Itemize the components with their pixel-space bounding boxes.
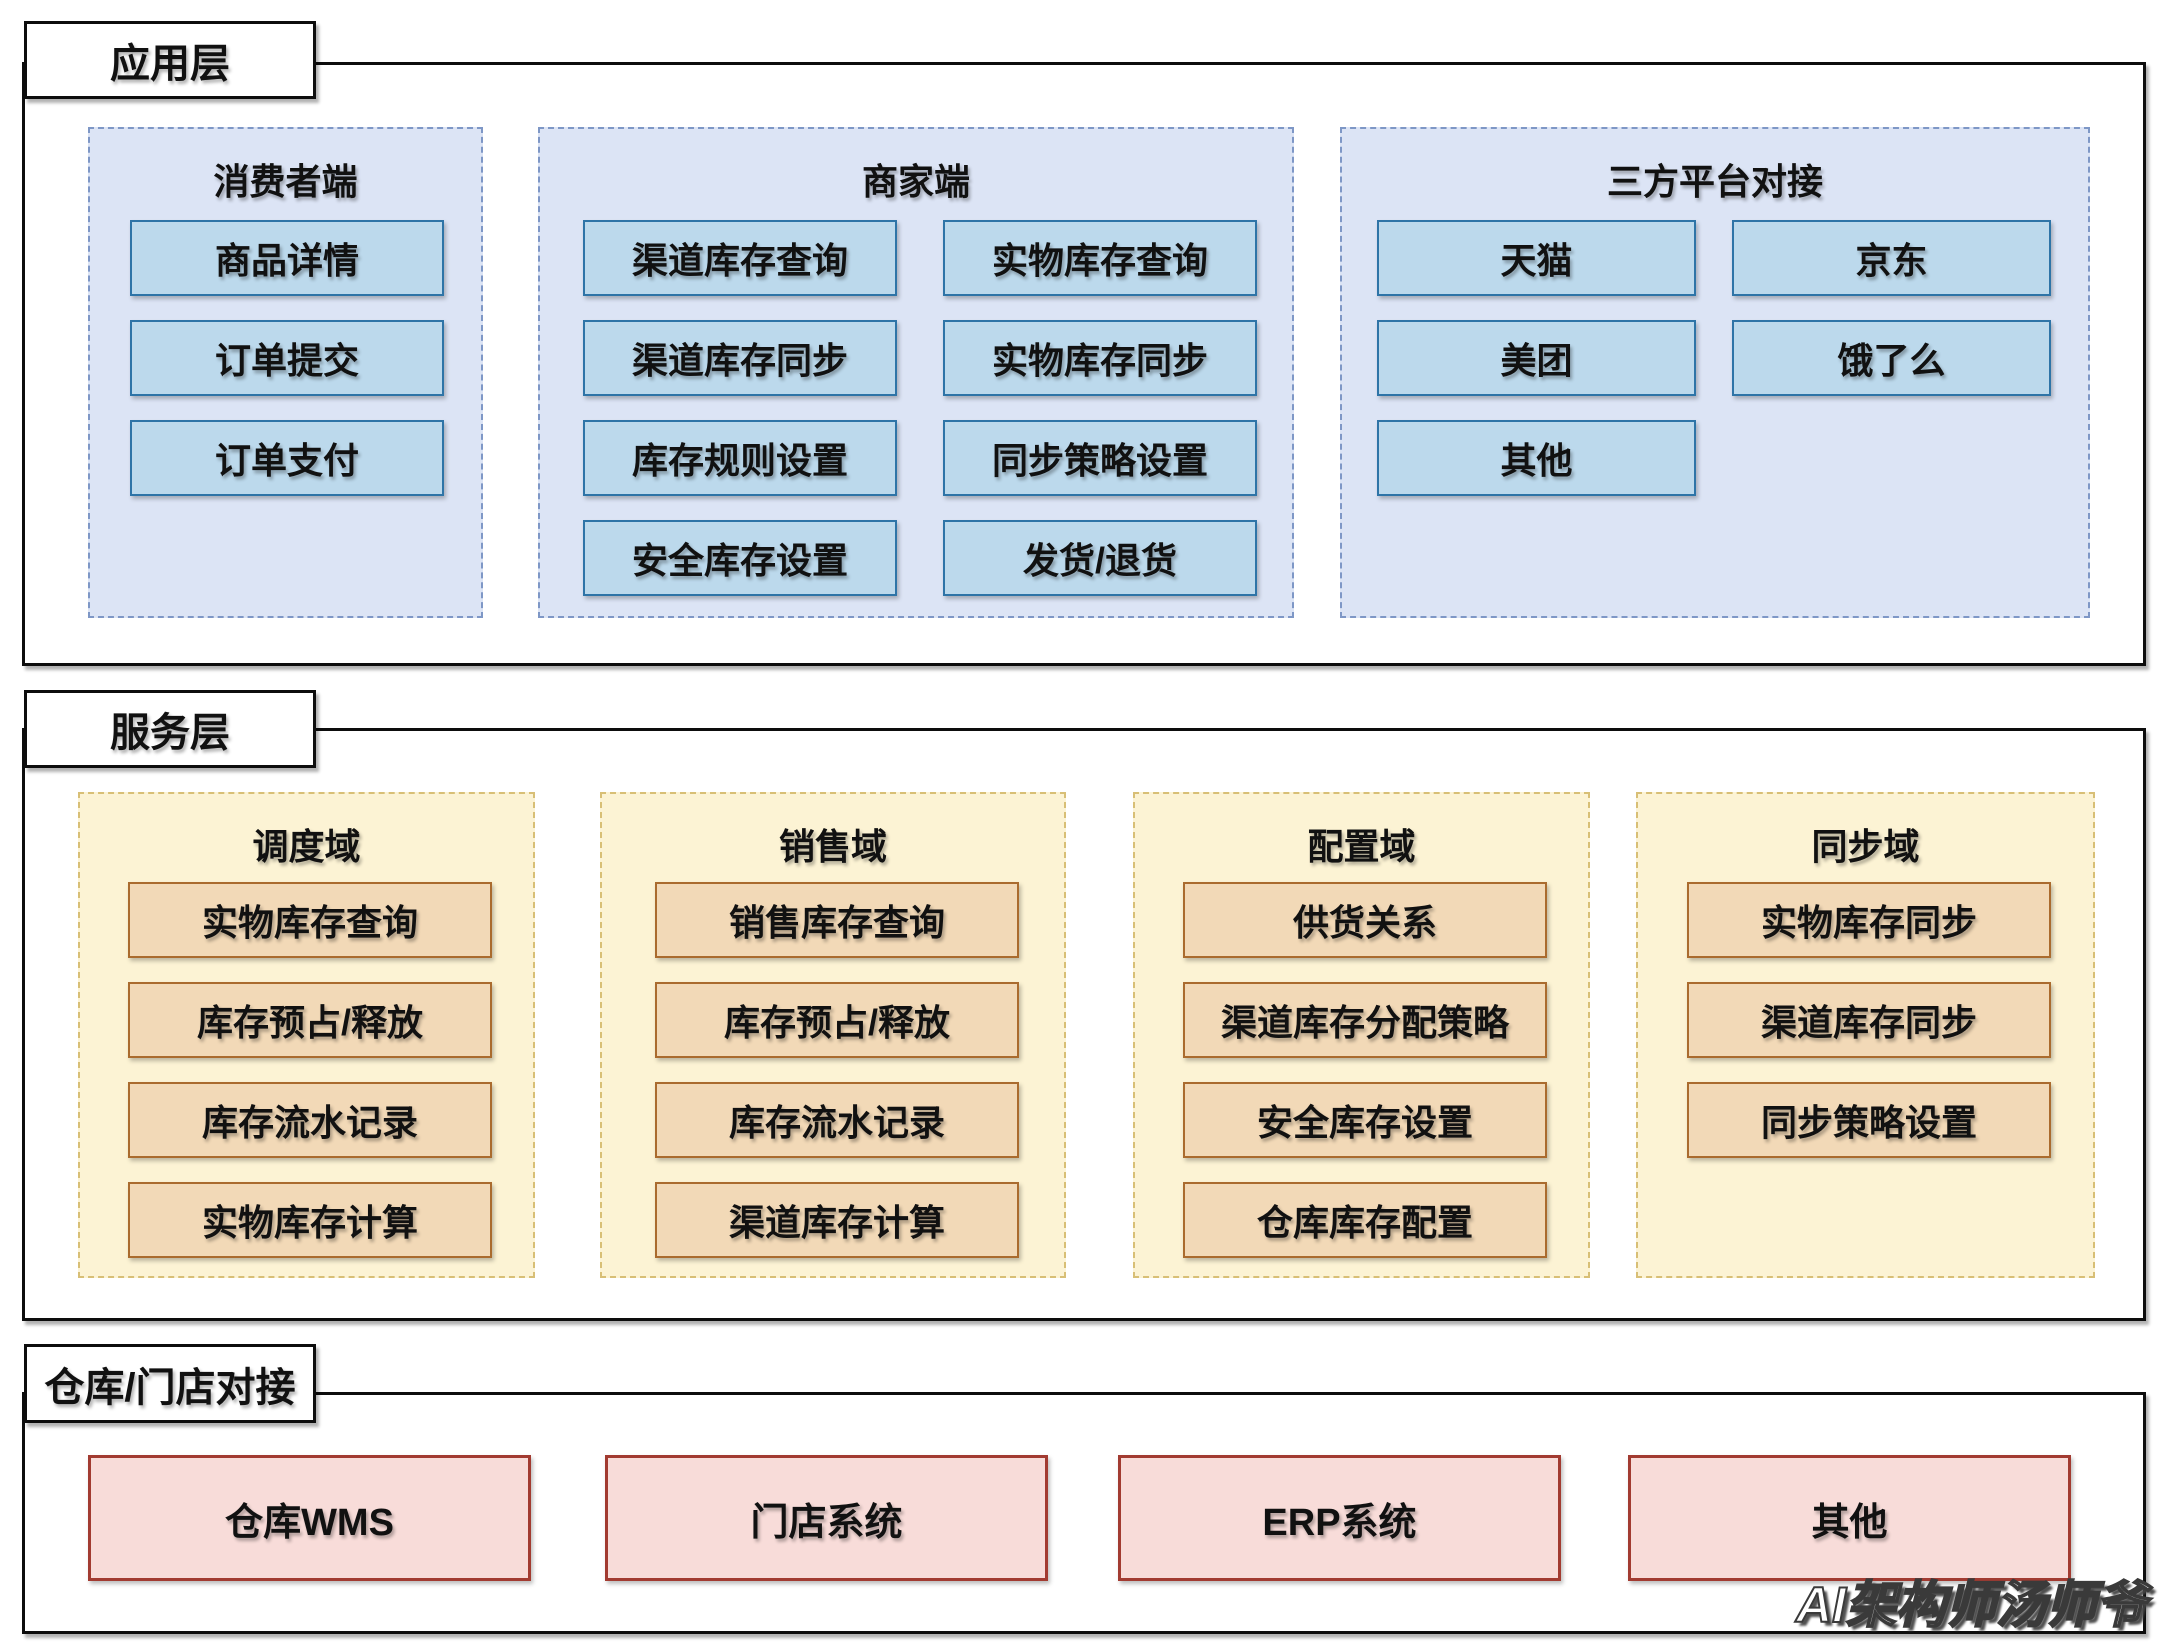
service-layer-label: 服务层 xyxy=(24,690,316,768)
group-merchant-client-item: 实物库存查询 xyxy=(943,220,1257,296)
warehouse-store-layer-frame xyxy=(22,1392,2146,1634)
group-merchant-client-item: 发货/退货 xyxy=(943,520,1257,596)
group-sales-domain-item: 库存流水记录 xyxy=(655,1082,1019,1158)
group-sync-domain-item: 同步策略设置 xyxy=(1687,1082,2051,1158)
node-warehouse-wms: 仓库WMS xyxy=(88,1455,531,1581)
group-sync-domain-item: 渠道库存同步 xyxy=(1687,982,2051,1058)
group-dispatch-domain: 调度域实物库存查询库存预占/释放库存流水记录实物库存计算 xyxy=(78,792,535,1278)
node-store-system: 门店系统 xyxy=(605,1455,1048,1581)
group-dispatch-domain-item: 库存流水记录 xyxy=(128,1082,492,1158)
group-consumer-client-item: 订单支付 xyxy=(130,420,444,496)
group-config-domain-title: 配置域 xyxy=(1307,826,1416,867)
group-merchant-client-item: 同步策略设置 xyxy=(943,420,1257,496)
group-third-party-platform-item: 天猫 xyxy=(1377,220,1696,296)
group-merchant-client-item: 库存规则设置 xyxy=(583,420,897,496)
warehouse-store-layer-label: 仓库/门店对接 xyxy=(24,1344,316,1423)
group-sync-domain: 同步域实物库存同步渠道库存同步同步策略设置 xyxy=(1636,792,2095,1278)
group-third-party-platform: 三方平台对接天猫京东美团饿了么其他 xyxy=(1340,127,2090,618)
group-merchant-client: 商家端渠道库存查询实物库存查询渠道库存同步实物库存同步库存规则设置同步策略设置安… xyxy=(538,127,1294,618)
group-config-domain-item: 安全库存设置 xyxy=(1183,1082,1547,1158)
node-other-system: 其他 xyxy=(1628,1455,2071,1581)
warehouse-store-layer-label-text: 仓库/门店对接 xyxy=(44,1365,296,1410)
group-config-domain-item: 渠道库存分配策略 xyxy=(1183,982,1547,1058)
group-sales-domain-item: 库存预占/释放 xyxy=(655,982,1019,1058)
group-third-party-platform-item: 美团 xyxy=(1377,320,1696,396)
application-layer-frame xyxy=(22,62,2146,666)
application-layer-label: 应用层 xyxy=(24,21,316,99)
group-consumer-client-item: 商品详情 xyxy=(130,220,444,296)
application-layer-label-text: 应用层 xyxy=(110,42,230,86)
group-sync-domain-title: 同步域 xyxy=(1811,826,1920,867)
group-merchant-client-item: 渠道库存同步 xyxy=(583,320,897,396)
group-merchant-client-item: 安全库存设置 xyxy=(583,520,897,596)
service-layer-label-text: 服务层 xyxy=(110,711,230,755)
group-consumer-client-item: 订单提交 xyxy=(130,320,444,396)
group-config-domain-item: 仓库库存配置 xyxy=(1183,1182,1547,1258)
group-dispatch-domain-item: 库存预占/释放 xyxy=(128,982,492,1058)
group-dispatch-domain-item: 实物库存查询 xyxy=(128,882,492,958)
group-consumer-client: 消费者端商品详情订单提交订单支付 xyxy=(88,127,483,618)
group-dispatch-domain-item: 实物库存计算 xyxy=(128,1182,492,1258)
group-third-party-platform-item: 饿了么 xyxy=(1732,320,2051,396)
group-sales-domain-item: 销售库存查询 xyxy=(655,882,1019,958)
group-sales-domain: 销售域销售库存查询库存预占/释放库存流水记录渠道库存计算 xyxy=(600,792,1066,1278)
service-layer-frame xyxy=(22,728,2146,1321)
group-sales-domain-title: 销售域 xyxy=(778,826,887,867)
group-merchant-client-item: 渠道库存查询 xyxy=(583,220,897,296)
group-sync-domain-item: 实物库存同步 xyxy=(1687,882,2051,958)
group-config-domain-item: 供货关系 xyxy=(1183,882,1547,958)
group-dispatch-domain-title: 调度域 xyxy=(252,826,361,867)
group-merchant-client-item: 实物库存同步 xyxy=(943,320,1257,396)
watermark: AI架构师汤师爷 xyxy=(1795,1576,2147,1634)
group-consumer-client-title: 消费者端 xyxy=(213,161,358,202)
group-third-party-platform-title: 三方平台对接 xyxy=(1606,161,1823,202)
group-sales-domain-item: 渠道库存计算 xyxy=(655,1182,1019,1258)
node-erp-system: ERP系统 xyxy=(1118,1455,1561,1581)
group-merchant-client-title: 商家端 xyxy=(861,161,970,202)
group-config-domain: 配置域供货关系渠道库存分配策略安全库存设置仓库库存配置 xyxy=(1133,792,1590,1278)
group-third-party-platform-item: 其他 xyxy=(1377,420,1696,496)
group-third-party-platform-item: 京东 xyxy=(1732,220,2051,296)
